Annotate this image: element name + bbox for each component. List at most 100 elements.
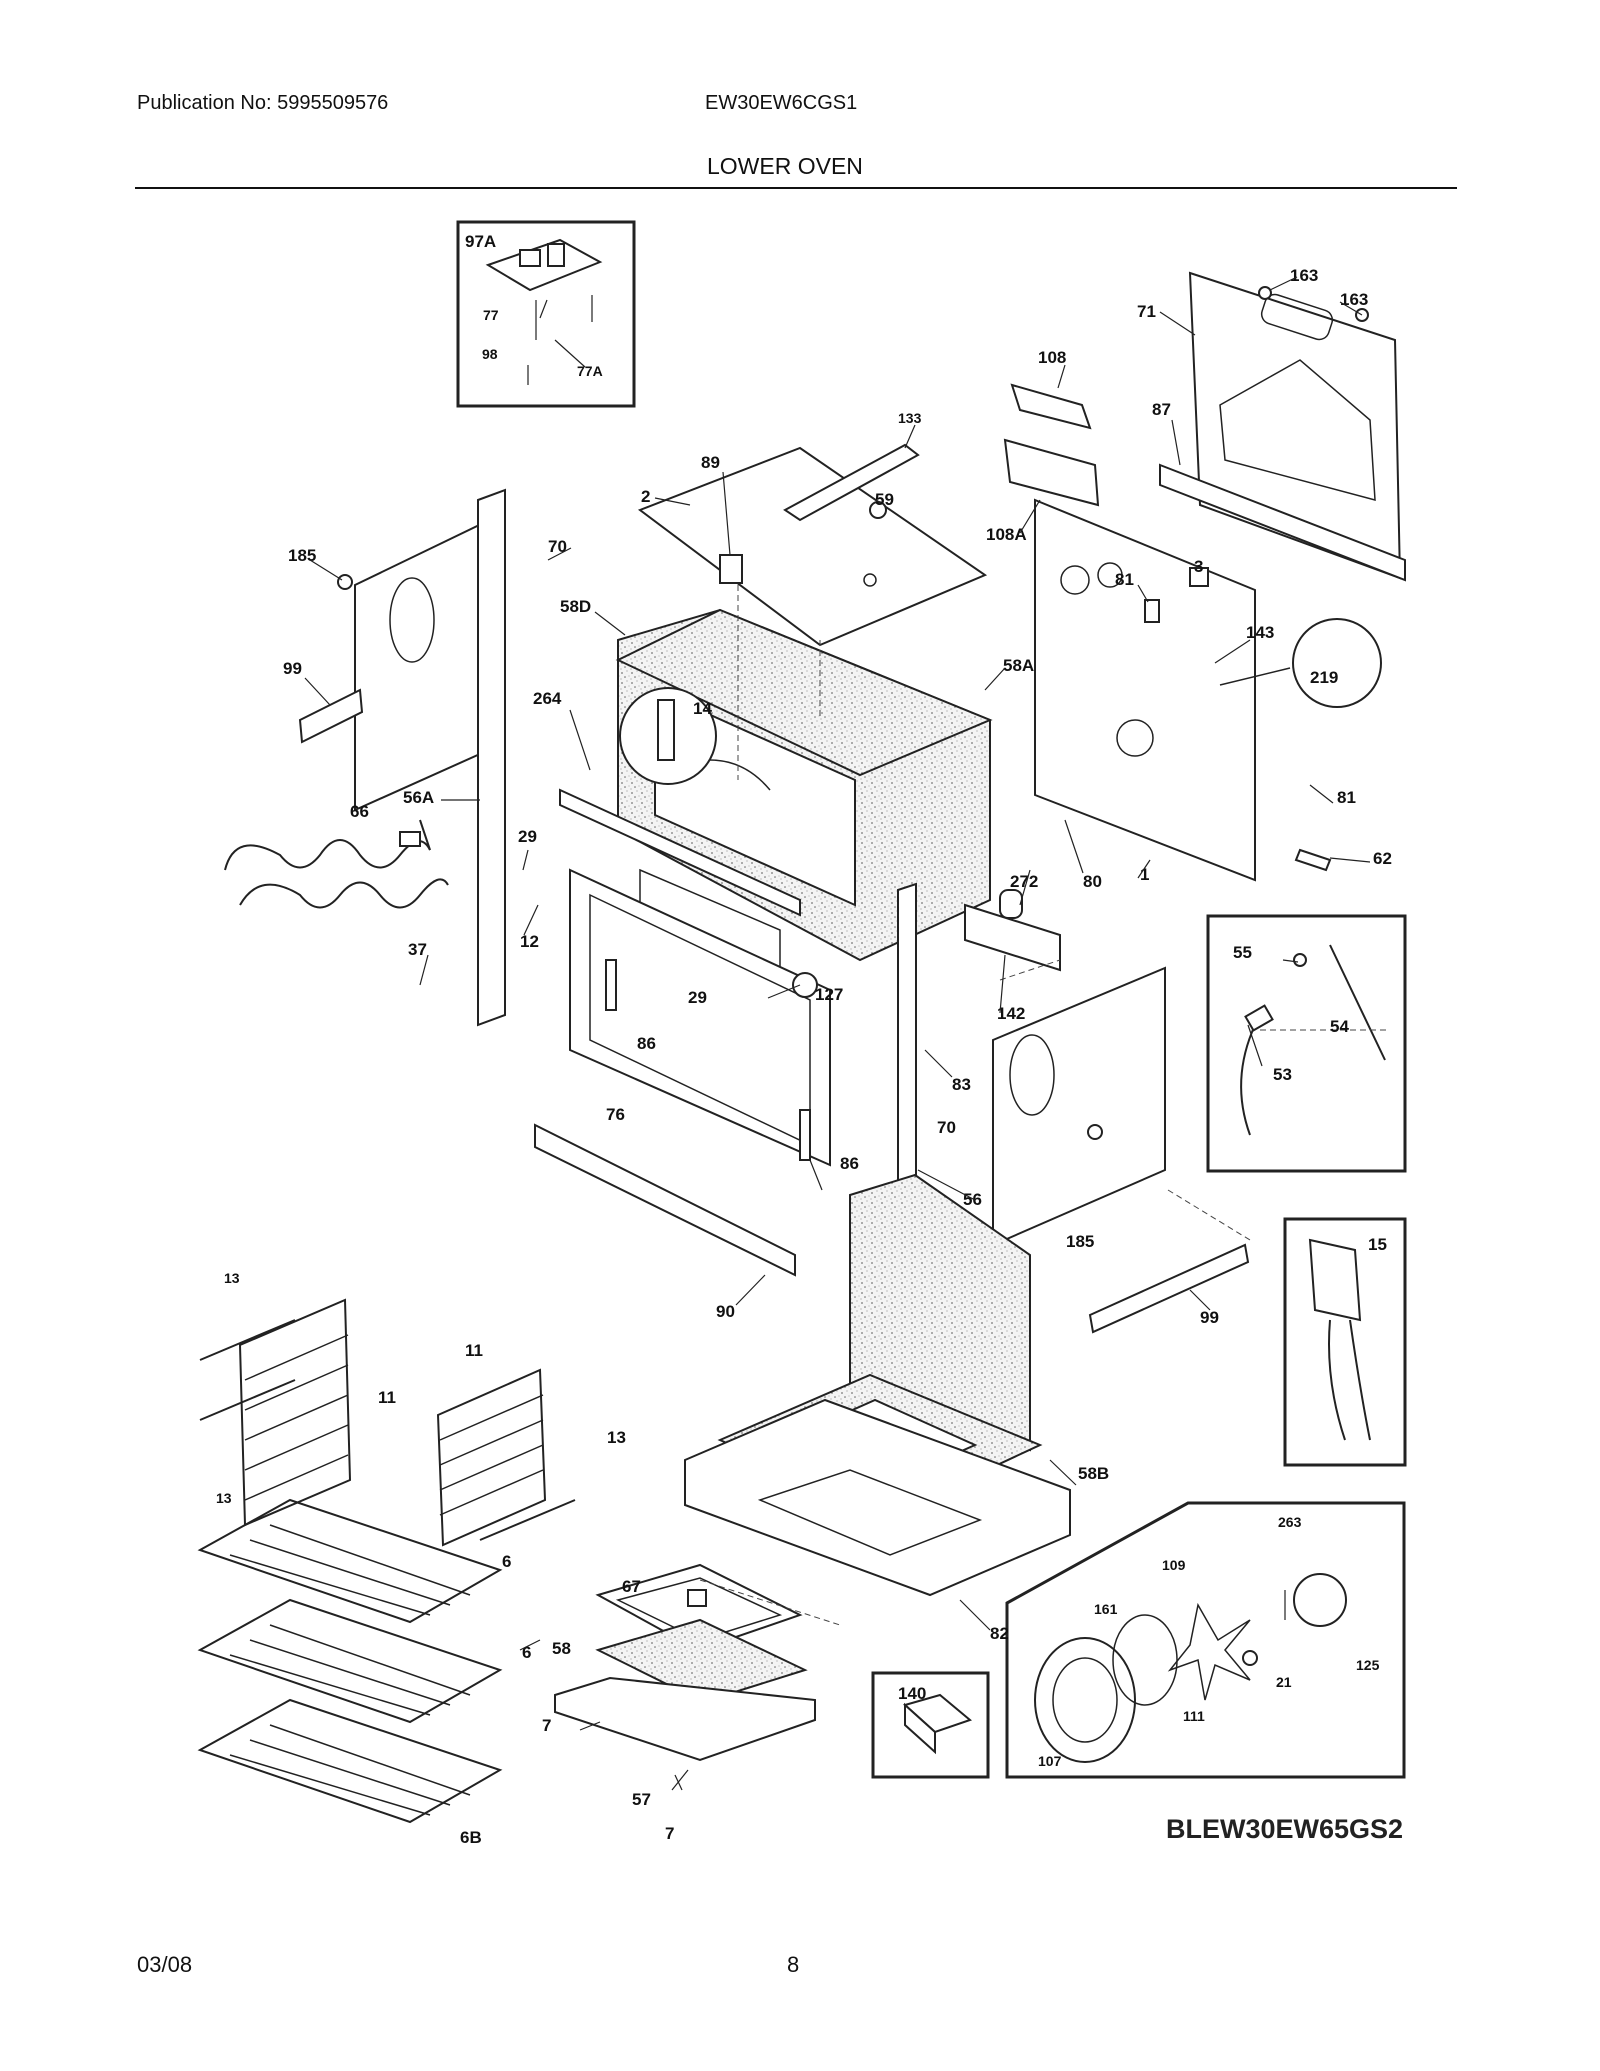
rack-guide <box>199 1379 296 1421</box>
wall-hole <box>1116 719 1154 757</box>
callout-264: 264 <box>533 689 562 708</box>
lower-door-trim <box>534 1123 796 1277</box>
callout-6B: 6B <box>460 1828 482 1847</box>
callout-263: 263 <box>1278 1514 1302 1530</box>
callout-272: 272 <box>1010 872 1038 891</box>
callout-80: 80 <box>1083 872 1102 891</box>
right-side-panel-group <box>992 966 1250 1334</box>
front-trim-strip <box>477 488 506 1027</box>
fan-motor <box>1293 1573 1347 1627</box>
callout-58: 58 <box>552 1639 571 1658</box>
inset-control-board <box>456 220 636 408</box>
panel-opening <box>1009 1034 1055 1116</box>
inset-frame <box>871 1671 990 1779</box>
control-board <box>485 238 603 292</box>
header-rule <box>135 187 1457 189</box>
section-title: LOWER OVEN <box>707 153 863 179</box>
callout-71: 71 <box>1137 302 1156 321</box>
element-coil <box>615 1577 783 1641</box>
diagram-code: BLEW30EW65GS2 <box>1166 1814 1403 1844</box>
fan-shroud-inner <box>1052 1657 1118 1743</box>
rack-guide <box>479 1499 576 1541</box>
fitting <box>863 573 877 587</box>
rack-support-right <box>436 1368 547 1547</box>
bottom-pan-group <box>684 1398 1071 1597</box>
callout-21: 21 <box>1276 1674 1292 1690</box>
callout-54: 54 <box>1330 1017 1349 1036</box>
callout-62: 62 <box>1373 849 1392 868</box>
relay <box>547 243 565 267</box>
inset-convection-fan <box>1005 1501 1406 1779</box>
callout-161: 161 <box>1094 1601 1118 1617</box>
probe-sensor <box>1244 1004 1274 1032</box>
rear-bracket <box>1159 463 1406 582</box>
oven-rack <box>197 1598 503 1724</box>
side-bracket <box>298 688 364 744</box>
rack-support-rungs <box>244 1334 349 1501</box>
callout-58D: 58D <box>560 597 591 616</box>
callout-7: 7 <box>665 1824 674 1843</box>
callout-6: 6 <box>502 1552 511 1571</box>
element-terminal <box>419 819 431 851</box>
bracket-strap <box>783 443 920 522</box>
detail-arrow <box>1219 667 1291 686</box>
callout-labels: 97A 77 77A 98 163 163 71 87 108 108A 133… <box>216 232 1392 1847</box>
callout-143: 143 <box>1246 623 1274 642</box>
top-plate <box>637 446 988 647</box>
vent-group <box>1003 383 1100 507</box>
lower-element-group <box>554 1563 816 1791</box>
panel-embossing <box>1219 359 1376 501</box>
callout-70: 70 <box>937 1118 956 1137</box>
probe-cable <box>1329 944 1386 1061</box>
bake-element-group <box>224 819 449 909</box>
probe-nut <box>1293 953 1307 967</box>
callout-219: 219 <box>1310 668 1338 687</box>
center-rail-group <box>897 882 1061 1248</box>
callout-133: 133 <box>898 410 922 426</box>
bake-element-coil <box>239 878 449 909</box>
bottom-pan <box>684 1398 1071 1597</box>
callout-87: 87 <box>1152 400 1171 419</box>
rack-wires <box>229 1724 471 1816</box>
panel-opening <box>1260 293 1334 341</box>
vent-bracket <box>1003 438 1100 507</box>
callout-82: 82 <box>990 1624 1009 1643</box>
callout-109: 109 <box>1162 1557 1186 1573</box>
angle-bracket-side <box>904 1702 936 1755</box>
assembly-lines <box>699 585 1390 1626</box>
rack-supports-group <box>199 1298 576 1547</box>
callout-98: 98 <box>482 346 498 362</box>
callout-6: 6 <box>522 1643 531 1662</box>
probe-wire <box>1240 1024 1256 1136</box>
callout-66: 66 <box>350 802 369 821</box>
bracket <box>1189 567 1209 587</box>
callout-14: 14 <box>693 699 712 718</box>
hinge-bracket <box>799 1109 811 1161</box>
callout-29: 29 <box>688 988 707 1007</box>
callout-7: 7 <box>542 1716 551 1735</box>
rack-support-left <box>238 1298 352 1527</box>
callout-86: 86 <box>840 1154 859 1173</box>
wall-hole <box>1060 565 1090 595</box>
callout-185: 185 <box>288 546 316 565</box>
callout-142: 142 <box>997 1004 1025 1023</box>
door-frame-trim <box>559 788 801 917</box>
callout-185: 185 <box>1066 1232 1094 1251</box>
front-frame-group <box>569 868 831 1167</box>
callout-125: 125 <box>1356 1657 1380 1673</box>
callout-89: 89 <box>701 453 720 472</box>
front-frame <box>569 868 831 1167</box>
model-number: EW30EW6CGS1 <box>705 92 858 114</box>
nut <box>337 574 353 590</box>
callout-56A: 56A <box>403 788 434 807</box>
callout-97A: 97A <box>465 232 496 251</box>
callout-83: 83 <box>952 1075 971 1094</box>
callout-58B: 58B <box>1078 1464 1109 1483</box>
transformer-lead <box>1349 1319 1371 1441</box>
callout-127: 127 <box>815 985 843 1004</box>
callout-1: 1 <box>1140 865 1149 884</box>
leader-lines <box>304 276 1371 1791</box>
bracket <box>1144 599 1160 623</box>
callout-81: 81 <box>1337 788 1356 807</box>
